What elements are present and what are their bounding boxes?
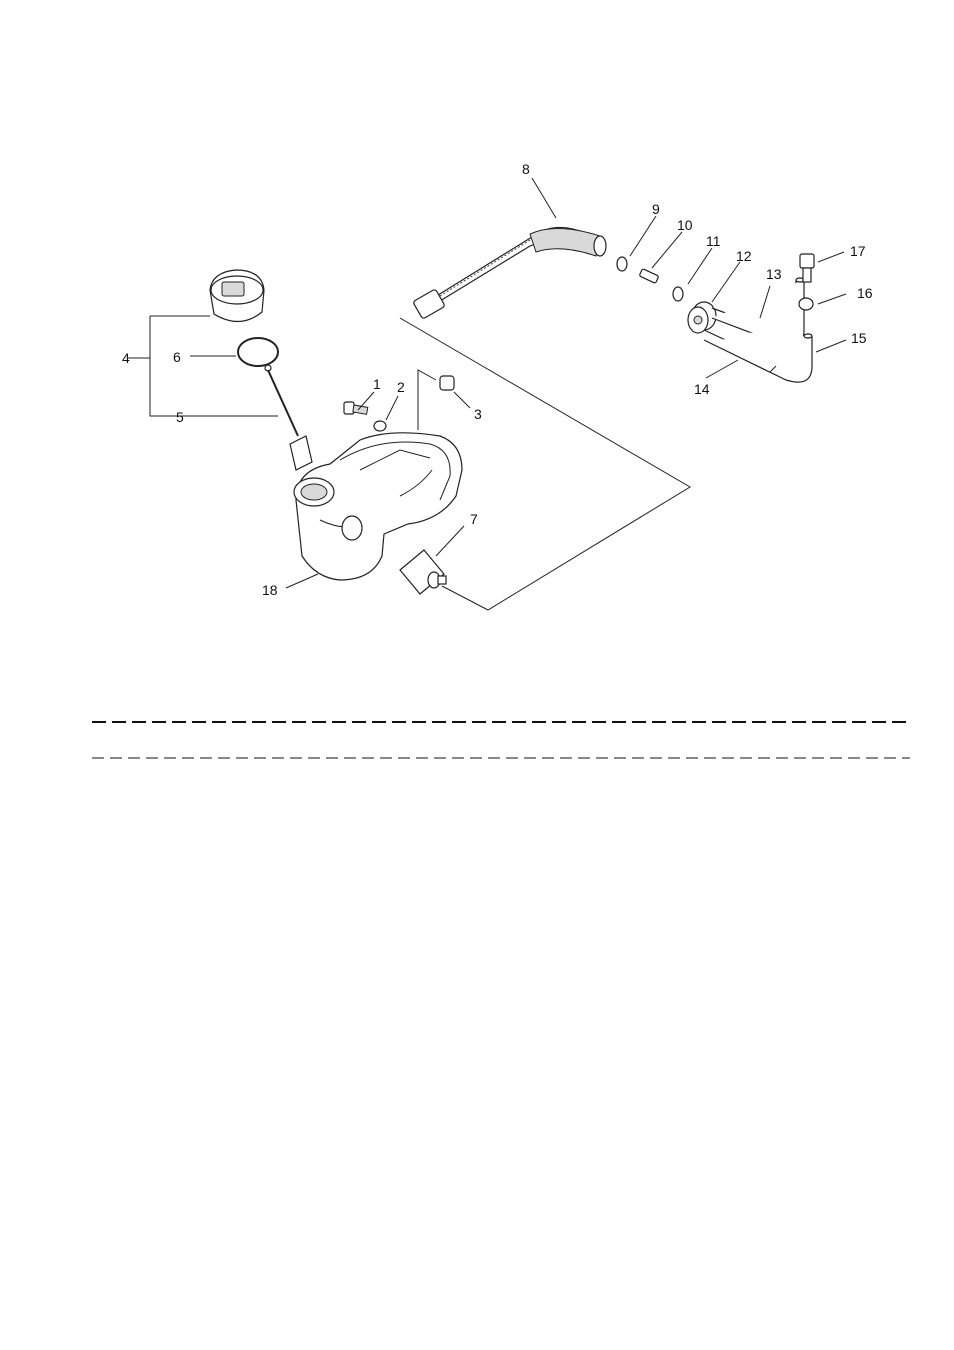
leader-15: [816, 340, 846, 352]
part-fuel-hose-8: [413, 227, 606, 319]
part-7-grommet: [400, 550, 446, 594]
callout-13: 13: [766, 266, 782, 282]
callout-16: 16: [857, 285, 873, 301]
leader-18: [286, 574, 318, 588]
callout-14: 14: [694, 381, 710, 397]
part-2-washer: [374, 421, 386, 431]
callout-2: 2: [397, 379, 405, 395]
leader-2: [386, 396, 398, 420]
part-9-ring: [617, 257, 627, 271]
callout-8: 8: [522, 161, 530, 177]
callout-15: 15: [851, 330, 867, 346]
part-16-washer: [799, 298, 813, 310]
callout-7: 7: [470, 511, 478, 527]
leader-10: [652, 232, 682, 268]
leader-16: [818, 294, 846, 304]
callout-11: 11: [706, 233, 721, 249]
callout-1: 1: [373, 376, 381, 392]
callout-18: 18: [262, 582, 278, 598]
leader-11: [688, 248, 712, 284]
part-3-plug: [440, 376, 454, 390]
part-14-tube: [704, 330, 812, 382]
callout-9: 9: [652, 201, 660, 217]
leader-17: [818, 252, 844, 262]
callout-5: 5: [176, 409, 184, 425]
assembly-line-plug: [418, 370, 436, 430]
part-12-grommet: [688, 302, 716, 333]
leader-9: [630, 216, 656, 256]
leader-7: [436, 526, 464, 556]
callout-6: 6: [173, 349, 181, 365]
part-18-fuel-tank: [294, 433, 462, 580]
part-5-cap-strap: [265, 365, 312, 470]
part-11-ring: [673, 287, 683, 301]
callout-10: 10: [677, 217, 693, 233]
leader-8: [532, 178, 556, 218]
leader-14: [706, 360, 738, 378]
part-10-fitting: [639, 269, 659, 284]
leader-12: [712, 262, 740, 302]
callout-4: 4: [122, 350, 130, 366]
callout-12: 12: [736, 248, 752, 264]
callout-3: 3: [474, 406, 482, 422]
part-1-screw: [344, 402, 368, 414]
part-6-o-ring: [238, 338, 278, 366]
leader-3: [454, 392, 470, 408]
callout-17: 17: [850, 243, 866, 259]
part-4-fuel-cap: [210, 270, 264, 322]
